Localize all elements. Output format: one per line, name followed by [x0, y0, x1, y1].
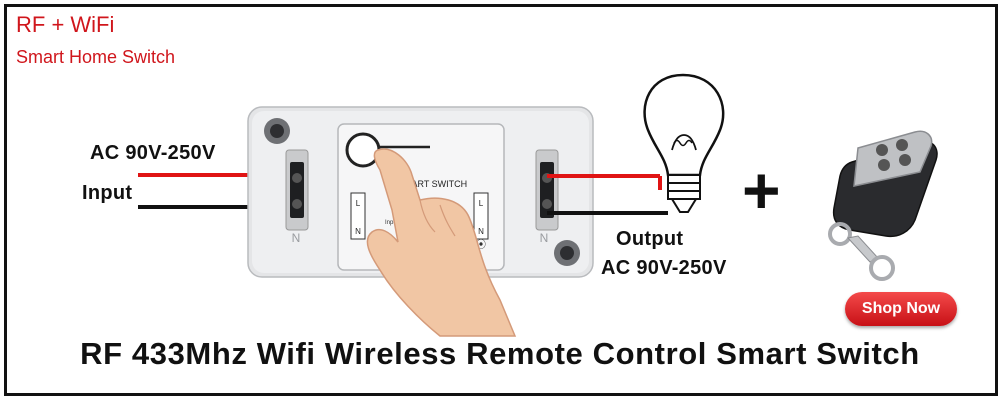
power-button-icon [345, 132, 381, 168]
smart-switch-label: SMART SWITCH [398, 179, 467, 189]
output-terminal-n-label: N [478, 227, 484, 236]
input-terminal-n-label: N [355, 227, 361, 236]
output-label: Output [616, 228, 684, 250]
light-bulb-icon [643, 73, 725, 213]
banner-subtitle: Smart Home Switch [16, 47, 176, 67]
input-side-text: Input [385, 220, 399, 226]
output-terminal [540, 162, 554, 218]
svg-text:N: N [540, 231, 549, 245]
bottom-caption: RF 433Mhz Wifi Wireless Remote Control S… [80, 336, 920, 371]
input-voltage-label: AC 90V-250V [90, 142, 216, 164]
input-label: Input [82, 182, 133, 204]
input-terminal [290, 162, 304, 218]
output-voltage-label: AC 90V-250V [601, 257, 727, 279]
svg-text:N: N [292, 231, 301, 245]
hand-icon [366, 148, 517, 337]
plus-icon: + [742, 153, 781, 227]
banner-title: RF + WiFi [16, 12, 115, 37]
input-terminal-l-label: L [356, 199, 361, 208]
rf-remote-icon [828, 130, 938, 281]
shop-now-button[interactable]: Shop Now [845, 292, 957, 326]
wifi-icon: ⦿ [476, 239, 486, 251]
output-terminal-l-label: L [479, 199, 484, 208]
